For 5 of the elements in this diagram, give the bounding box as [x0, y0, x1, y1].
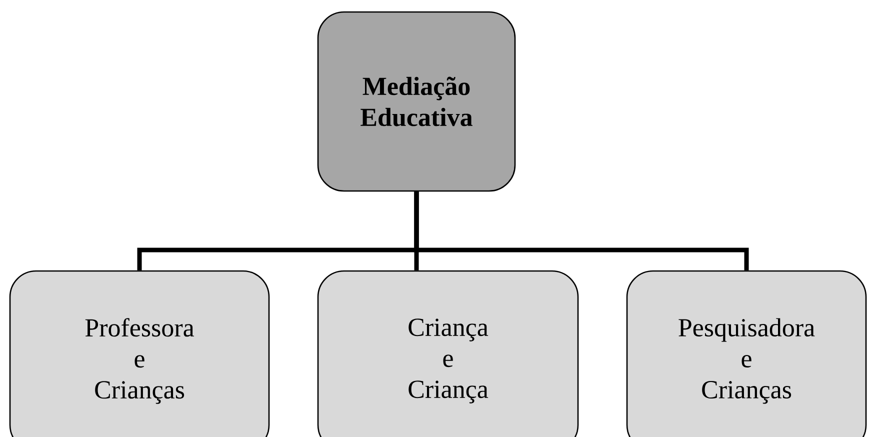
- group-box: Pesquisadora e Crianças: [626, 270, 867, 437]
- group-box: Criança e Criança: [317, 270, 579, 437]
- title-box: Mediação Educativa: [317, 11, 516, 192]
- connector-line: [414, 192, 749, 270]
- group-box: Professora e Crianças: [9, 270, 270, 437]
